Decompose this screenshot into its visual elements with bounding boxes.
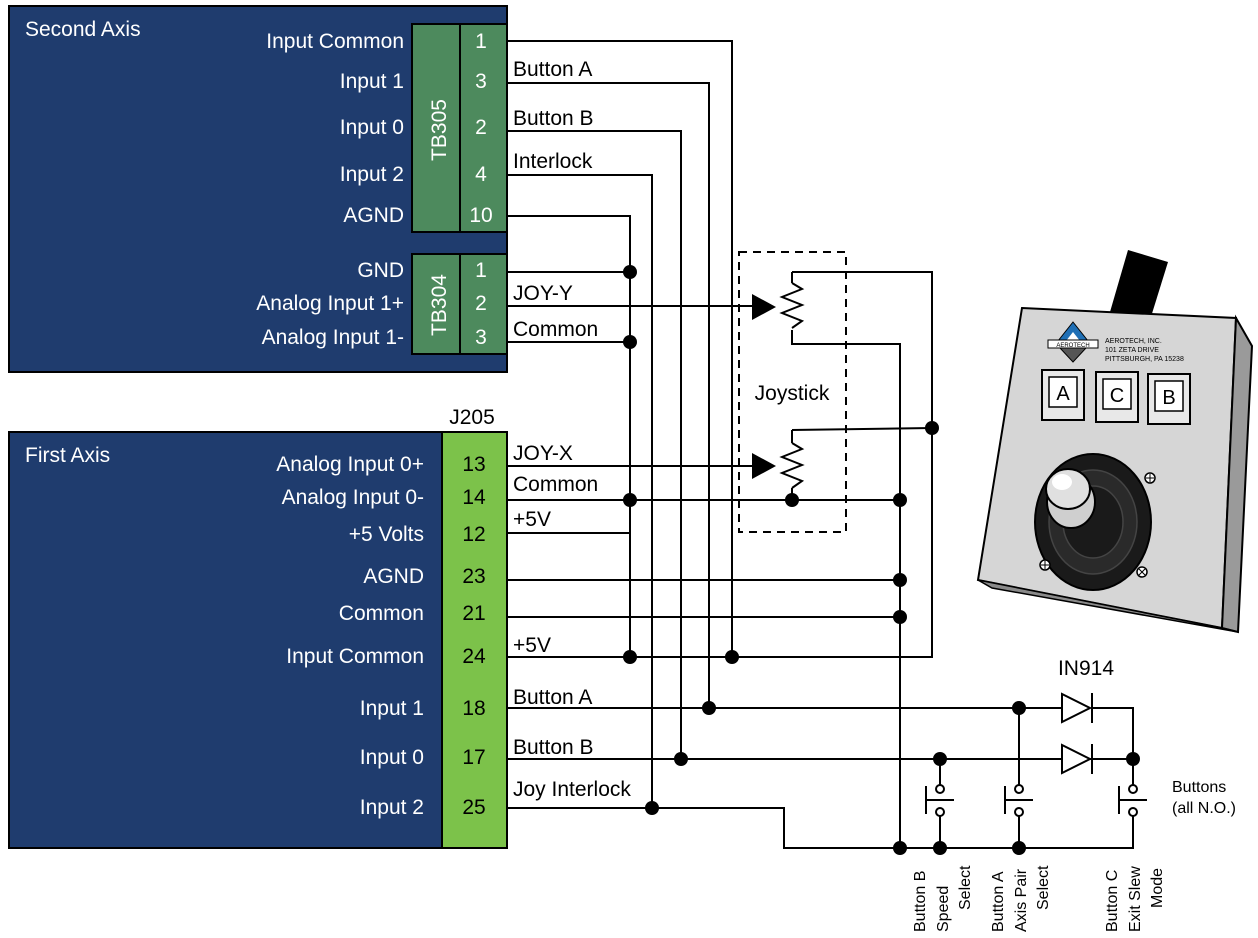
wire-label: Button B <box>513 736 594 759</box>
wire-label: JOY-X <box>513 442 573 465</box>
wire-label: Common <box>513 318 598 341</box>
joystick-knob-icon <box>1034 453 1152 591</box>
key-label: A <box>1056 383 1070 405</box>
pendant-key-b: B <box>1147 373 1191 425</box>
button-label: Select <box>1035 865 1052 910</box>
j205-pin-number: 18 <box>462 697 485 720</box>
button-label: Button A <box>990 871 1007 932</box>
j205-pin-number: 17 <box>462 746 485 769</box>
button-label: Exit Slew <box>1127 866 1144 932</box>
joystick-pendant: AEROTECH AEROTECH, INC. 101 ZETA DRIVE P… <box>976 250 1254 634</box>
buttons-note: Buttons <box>1172 779 1226 796</box>
wire-label: Button B <box>513 107 594 130</box>
j205-pin-label: Input 1 <box>360 697 424 720</box>
j205-pin-number: 21 <box>462 602 485 625</box>
j205-pin-label: Analog Input 0- <box>282 486 424 509</box>
pendant-company: PITTSBURGH, PA 15238 <box>1105 356 1184 363</box>
button-switch-a <box>1004 784 1033 817</box>
j205-pin-label: Common <box>339 602 424 625</box>
wire-label: Joy Interlock <box>513 778 631 801</box>
j205-pin-label: Input 2 <box>360 796 424 819</box>
tb305-pin-number: 4 <box>475 163 487 186</box>
tb305-pin-number: 3 <box>475 70 487 93</box>
tb304-pin-number: 1 <box>475 259 487 282</box>
j205-pin-label: Analog Input 0+ <box>276 453 424 476</box>
joystick-block: Joystick <box>738 251 847 533</box>
tb305-pin-label: Input 2 <box>340 163 404 186</box>
button-label: Button B <box>912 871 929 932</box>
button-label: Axis Pair <box>1013 868 1030 932</box>
diodes: IN914 <box>1058 657 1114 775</box>
tb305-pin-label: Input 1 <box>340 70 404 93</box>
j205-pin-number: 24 <box>462 645 486 668</box>
wire-label: +5V <box>513 508 551 531</box>
diode-label: IN914 <box>1058 657 1114 680</box>
wire-label: Button A <box>513 686 592 709</box>
wire-label: Interlock <box>513 150 593 173</box>
button-switch-c <box>1118 784 1147 817</box>
screw-icon <box>1144 472 1156 484</box>
button-label: Select <box>957 865 974 910</box>
j205-pin-number: 25 <box>462 796 485 819</box>
tb304-pin-number: 3 <box>475 326 487 349</box>
wire-label: Button A <box>513 58 592 81</box>
joystick-label: Joystick <box>755 382 830 405</box>
logo-text: AEROTECH <box>1056 343 1089 349</box>
j205-pin-label: AGND <box>363 565 424 588</box>
wire-label: +5V <box>513 634 551 657</box>
button-label: Button C <box>1104 870 1121 932</box>
j205-pin-number: 14 <box>462 486 486 509</box>
j205-label: J205 <box>449 406 495 429</box>
j205-pin-label: +5 Volts <box>349 523 424 546</box>
second-axis-panel: Second Axis TB305 Input Common Input 1 I… <box>8 5 508 373</box>
button-label: Mode <box>1149 868 1166 908</box>
tb305-pin-label: AGND <box>343 204 404 227</box>
first-axis-title: First Axis <box>25 444 110 467</box>
j205-pin-number: 23 <box>462 565 485 588</box>
tb305-pin-number: 1 <box>475 30 487 53</box>
tb304-pin-label: Analog Input 1- <box>262 326 404 349</box>
key-label: B <box>1162 387 1175 409</box>
junction-dots <box>623 265 1140 855</box>
key-label: C <box>1110 385 1124 407</box>
pendant-key-c: C <box>1095 371 1139 423</box>
tb305-label: TB305 <box>428 99 451 161</box>
wire-label: Common <box>513 473 598 496</box>
tb304-pin-label: GND <box>357 259 404 282</box>
j205-pin-number: 13 <box>462 453 485 476</box>
wire-labels: Button A Button B Interlock JOY-Y Common… <box>513 58 631 801</box>
tb305-pin-label: Input 0 <box>340 116 404 139</box>
push-buttons: Buttons (all N.O.) Button B Speed Select… <box>912 779 1236 932</box>
j205-pin-number: 12 <box>462 523 485 546</box>
button-label: Speed <box>935 886 952 932</box>
wire-label: JOY-Y <box>513 282 573 305</box>
pendant-key-a: A <box>1041 369 1085 421</box>
tb305-pin-number: 2 <box>475 116 487 139</box>
j205-pin-label: Input 0 <box>360 746 424 769</box>
tb305-pin-number: 10 <box>469 204 492 227</box>
aerotech-logo: AEROTECH <box>1047 321 1099 363</box>
tb305-pin-label: Input Common <box>266 30 404 53</box>
buttons-note: (all N.O.) <box>1172 800 1236 817</box>
second-axis-title: Second Axis <box>25 18 141 41</box>
screw-icon <box>1136 566 1148 578</box>
tb304-pin-number: 2 <box>475 292 487 315</box>
screw-icon <box>1039 559 1051 571</box>
tb304-pin-label: Analog Input 1+ <box>256 292 404 315</box>
button-switch-b <box>925 784 954 817</box>
j205-pin-label: Input Common <box>286 645 424 668</box>
pendant-company: AEROTECH, INC. <box>1105 338 1162 345</box>
pendant-company: 101 ZETA DRIVE <box>1105 347 1159 354</box>
first-axis-panel: First Axis J205 Analog Input 0+ Analog I… <box>8 406 508 849</box>
wires <box>507 40 1134 849</box>
tb304-label: TB304 <box>428 274 451 336</box>
